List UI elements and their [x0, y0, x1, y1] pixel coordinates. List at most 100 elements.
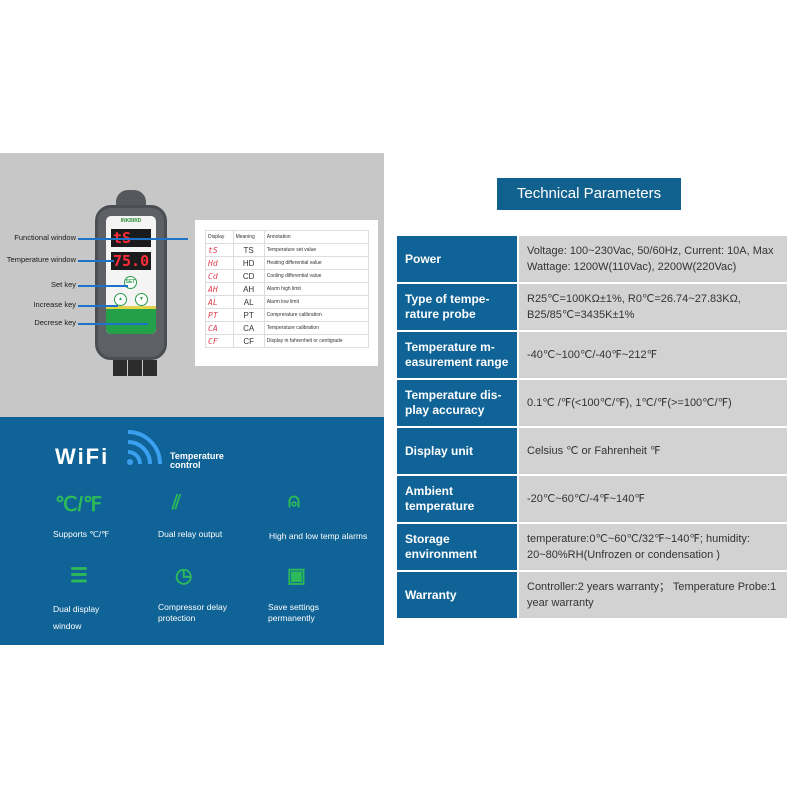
header-display: Display [205, 230, 234, 244]
code-meaning: AL [232, 295, 265, 309]
code-display: AH [205, 282, 234, 296]
feature-label: High and low temp alarms [269, 531, 368, 541]
code-display: Hd [205, 256, 234, 270]
wifi-icon [127, 430, 162, 465]
callout-line [78, 323, 148, 325]
spec-value: temperature:0℃~60℃/32℉~140℉; humidity: 2… [519, 524, 787, 570]
spec-value: Voltage: 100~230Vac, 50/60Hz, Current: 1… [519, 236, 787, 282]
code-meaning: CF [232, 334, 265, 348]
feature-label: Supports ℃/℉ [53, 529, 110, 539]
features-panel [0, 417, 384, 645]
code-annotation: Temperature calibration [263, 321, 370, 335]
spec-value: Controller:2 years warranty； Temperature… [519, 572, 787, 618]
code-annotation: Cooling differential value [263, 269, 370, 283]
code-annotation: Display in fahrenheit or centigrade [263, 334, 370, 348]
clock-icon: ◷ [175, 565, 193, 587]
callout-line [78, 285, 128, 287]
code-annotation: Comprerature calibration [263, 308, 370, 322]
code-meaning: HD [232, 256, 265, 270]
wifi-heading: WiFi [55, 444, 110, 469]
spec-value: Celsius ℃ or Fahrenheit ℉ [519, 428, 787, 474]
device-green-panel [106, 306, 156, 334]
spec-key: Warranty [397, 572, 517, 618]
callout-increase-key: Increase key [33, 300, 76, 309]
temperature-window-display: 75.0 [111, 252, 151, 270]
spec-key: Temperature m-easurement range [397, 332, 517, 378]
header-annotation: Annotation [263, 230, 370, 244]
code-display: tS [205, 243, 234, 257]
spec-row-range: Temperature m-easurement range-40℃~100℃/… [397, 332, 787, 378]
plug [143, 360, 157, 376]
device-brand: INKBIRD [120, 218, 142, 224]
relay-icon: ⫽ [172, 492, 181, 514]
dual-display-icon: ☰ [70, 565, 88, 587]
code-annotation: Alarm high limit [263, 282, 370, 296]
subtitle-line: Temperature [170, 451, 224, 461]
spec-value: R25℃=100KΩ±1%, R0℃=26.74~27.83KΩ, B25/85… [519, 284, 787, 330]
callout-temperature-window: Temperature window [6, 255, 76, 264]
save-icon: ▣ [287, 565, 306, 587]
alarm-light-icon: ⍝ [288, 490, 300, 512]
plug [128, 360, 142, 376]
spec-value: 0.1℃ /℉(<100℃/℉), 1℃/℉(>=100℃/℉) [519, 380, 787, 426]
header-meaning: Meaning [232, 230, 265, 244]
code-display: PT [205, 308, 234, 322]
spec-key: Ambient temperature [397, 476, 517, 522]
code-annotation: Alarm low limit [263, 295, 370, 309]
callout-decrease-key: Decrese key [34, 318, 76, 327]
code-meaning: TS [232, 243, 265, 257]
spec-key: Type of tempe-rature probe [397, 284, 517, 330]
callout-line [78, 238, 188, 240]
code-display: CF [205, 334, 234, 348]
spec-key: Storage environment [397, 524, 517, 570]
callout-line [78, 260, 114, 262]
code-display: AL [205, 295, 234, 309]
set-key: SET [124, 276, 137, 289]
spec-value: -40℃~100℃/-40℉~212℉ [519, 332, 787, 378]
callout-line [78, 305, 118, 307]
subtitle-line: control [170, 460, 201, 470]
feature-label: Dual display window [53, 604, 100, 631]
spec-key: Power [397, 236, 517, 282]
spec-key: Temperature dis-play accuracy [397, 380, 517, 426]
spec-row-ambient: Ambient temperature-20℃~60℃/-4℉~140℉ [397, 476, 787, 522]
code-meaning: CD [232, 269, 265, 283]
code-display: CA [205, 321, 234, 335]
callout-functional-window: Functional window [14, 233, 76, 242]
feature-label: Dual relay output [158, 529, 223, 539]
callout-set-key: Set key [50, 280, 76, 289]
specs-title: Technical Parameters [497, 178, 681, 210]
code-display: Cd [205, 269, 234, 283]
code-meaning: AH [232, 282, 265, 296]
celsius-fahrenheit-icon: ℃/℉ [55, 494, 103, 516]
code-annotation: Temperature set value [263, 243, 370, 257]
spec-value: -20℃~60℃/-4℉~140℉ [519, 476, 787, 522]
code-meaning: PT [232, 308, 265, 322]
feature-label: Save settings permanently [268, 602, 320, 623]
spec-key: Display unit [397, 428, 517, 474]
device-face: INKBIRD tS 75.0 SET ▲ ▼ [106, 216, 156, 334]
code-meaning: CA [232, 321, 265, 335]
code-annotation: Heating differential value [263, 256, 370, 270]
decrease-key: ▼ [135, 293, 148, 306]
feature-label: Compressor delay protection [158, 602, 227, 623]
increase-key: ▲ [114, 293, 127, 306]
plug [113, 360, 127, 376]
